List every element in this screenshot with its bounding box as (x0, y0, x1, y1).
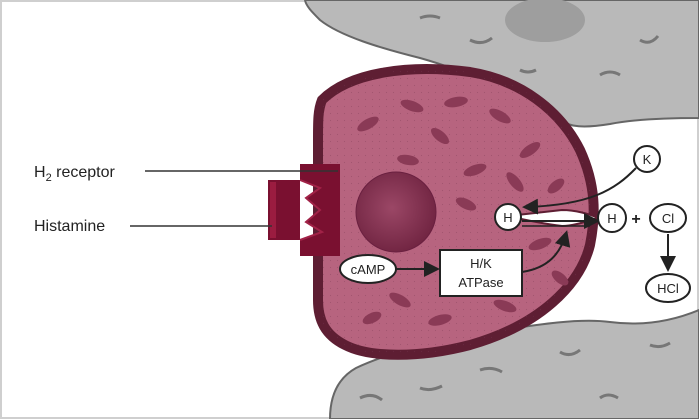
atpase-line2: ATPase (458, 275, 503, 290)
histamine-label: Histamine (34, 218, 105, 235)
camp-label: cAMP (351, 262, 386, 277)
svg-text:K: K (643, 152, 652, 167)
atpase-line1: H/K (470, 256, 492, 271)
h-ion-outside: H (598, 204, 626, 232)
hcl-node: HCl (646, 274, 690, 302)
svg-text:H: H (503, 210, 512, 225)
nucleus (356, 172, 436, 252)
hk-atpase-box: H/K ATPase (440, 250, 522, 296)
svg-text:H: H (607, 211, 616, 226)
camp-node: cAMP (340, 255, 396, 283)
plus-sign: + (631, 211, 640, 228)
cl-ion: Cl (650, 204, 686, 232)
svg-text:HCl: HCl (657, 281, 679, 296)
h-ion-inside: H (495, 204, 521, 230)
svg-text:Cl: Cl (662, 211, 674, 226)
k-ion: K (634, 146, 660, 172)
